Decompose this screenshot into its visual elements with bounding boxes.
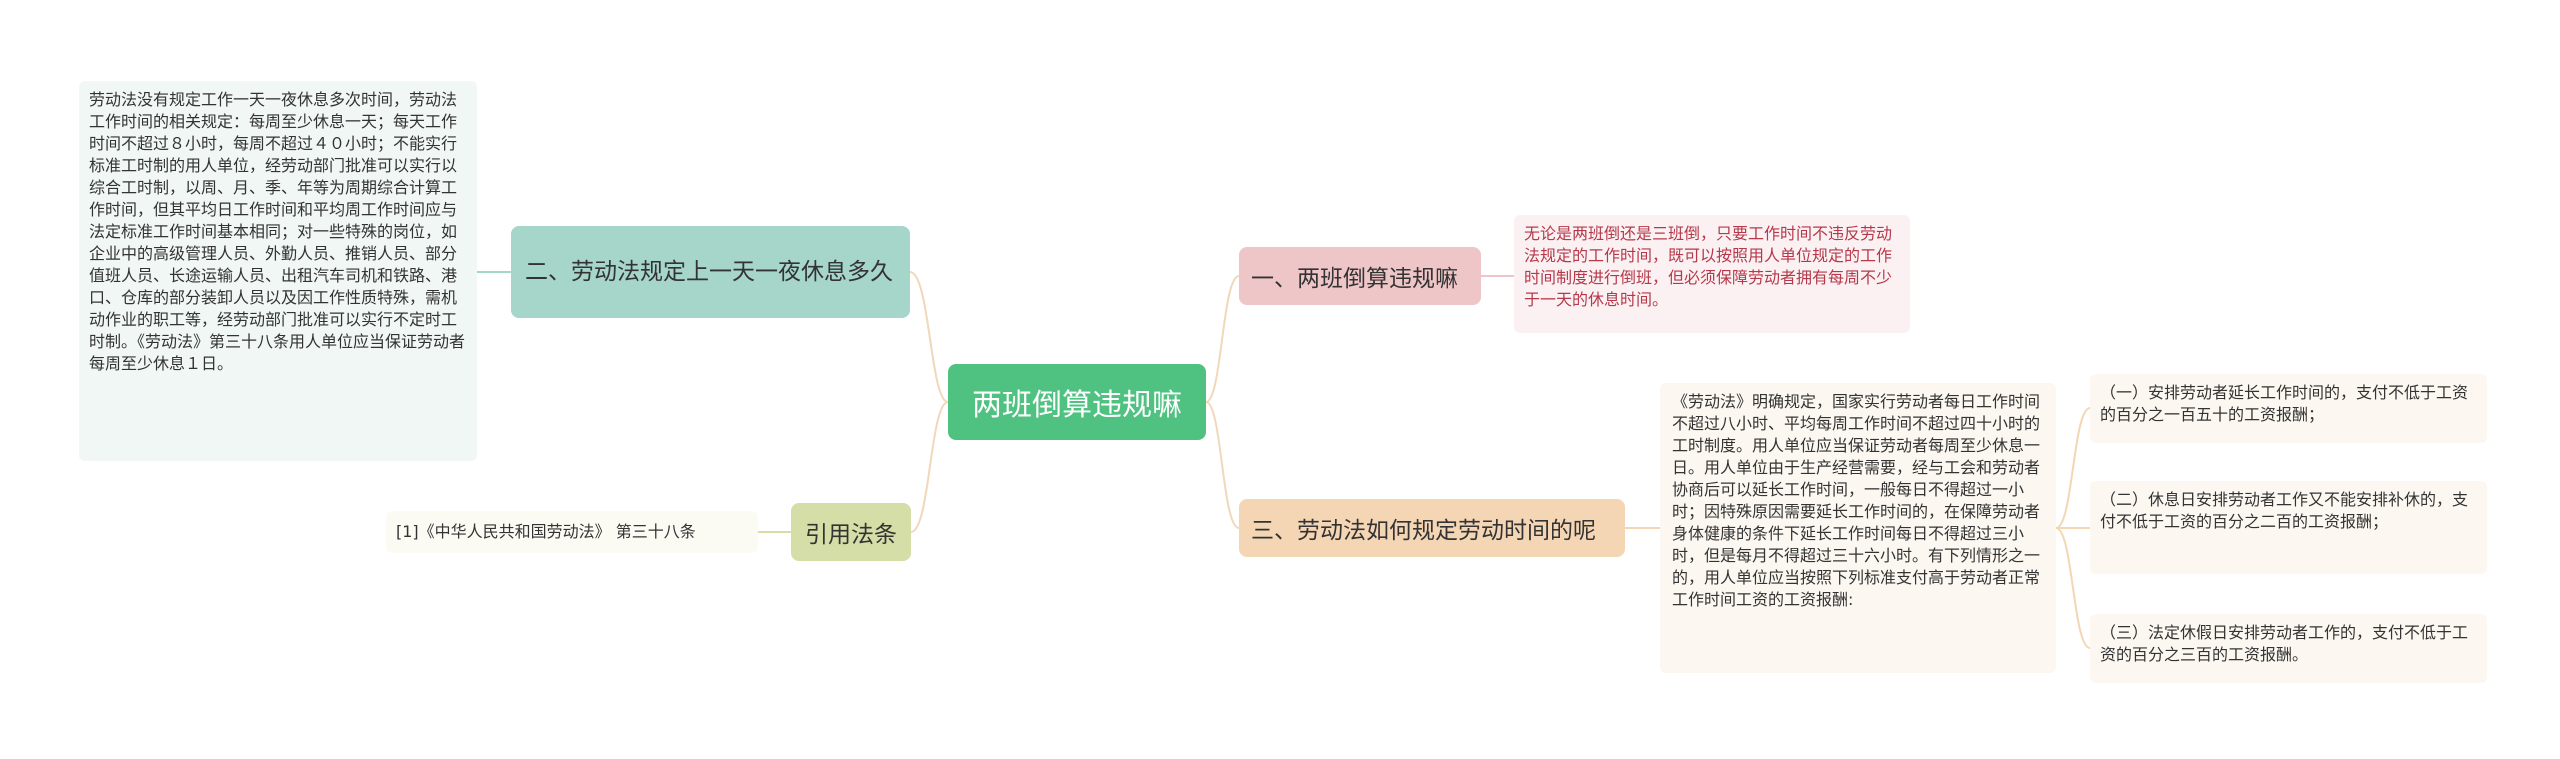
link-law-item-3 bbox=[2055, 527, 2091, 649]
branch-1-detail-text: 无论是两班倒还是三班倒，只要工作时间不违反劳动法规定的工作时间，既可以按照用人单… bbox=[1524, 224, 1893, 309]
branch-3-detail: 《劳动法》明确规定，国家实行劳动者每日工作时间不超过八小时、平均每周工作时间不超… bbox=[1660, 383, 2056, 673]
branch-4-label: 引用法条 bbox=[805, 522, 897, 548]
link-root-branch-3 bbox=[1205, 401, 1240, 529]
branch-3-item-2-text: （二）休息日安排劳动者工作又不能安排补休的，支付不低于工资的百分之二百的工资报酬… bbox=[2100, 490, 2469, 531]
root-topic-label: 两班倒算违规嘛 bbox=[972, 388, 1182, 423]
branch-1-detail: 无论是两班倒还是三班倒，只要工作时间不违反劳动法规定的工作时间，既可以按照用人单… bbox=[1514, 215, 1910, 333]
branch-3-detail-text: 《劳动法》明确规定，国家实行劳动者每日工作时间不超过八小时、平均每周工作时间不超… bbox=[1672, 392, 2041, 609]
link-root-branch-1 bbox=[1205, 275, 1240, 403]
branch-2-label: 二、劳动法规定上一天一夜休息多久 bbox=[525, 259, 893, 285]
branch-2-detail-text: 劳动法没有规定工作一天一夜休息多次时间，劳动法工作时间的相关规定：每周至少休息一… bbox=[89, 90, 466, 373]
branch-3-item-3-text: （三）法定休假日安排劳动者工作的，支付不低于工资的百分之三百的工资报酬。 bbox=[2100, 623, 2469, 664]
branch-3-node[interactable]: 三、劳动法如何规定劳动时间的呢 bbox=[1239, 499, 1625, 557]
branch-4-detail: [1]《中华人民共和国劳动法》 第三十八条 bbox=[386, 511, 758, 553]
branch-3-item-1: （一）安排劳动者延长工作时间的，支付不低于工资的百分之一百五十的工资报酬； bbox=[2090, 374, 2487, 443]
link-root-branch-2 bbox=[909, 271, 949, 403]
branch-4-detail-text: [1]《中华人民共和国劳动法》 第三十八条 bbox=[396, 522, 696, 541]
branch-3-item-1-text: （一）安排劳动者延长工作时间的，支付不低于工资的百分之一百五十的工资报酬； bbox=[2100, 383, 2469, 424]
branch-3-item-3: （三）法定休假日安排劳动者工作的，支付不低于工资的百分之三百的工资报酬。 bbox=[2090, 614, 2487, 683]
branch-3-item-2: （二）休息日安排劳动者工作又不能安排补休的，支付不低于工资的百分之二百的工资报酬… bbox=[2090, 481, 2487, 574]
link-law-item-1 bbox=[2055, 407, 2091, 529]
link-root-branch-4 bbox=[910, 401, 949, 533]
branch-2-detail: 劳动法没有规定工作一天一夜休息多次时间，劳动法工作时间的相关规定：每周至少休息一… bbox=[79, 81, 477, 461]
branch-3-label: 三、劳动法如何规定劳动时间的呢 bbox=[1251, 518, 1596, 544]
branch-1-node[interactable]: 一、两班倒算违规嘛 bbox=[1239, 247, 1481, 305]
branch-1-label: 一、两班倒算违规嘛 bbox=[1251, 266, 1458, 292]
branch-2-node[interactable]: 二、劳动法规定上一天一夜休息多久 bbox=[511, 226, 910, 318]
root-topic[interactable]: 两班倒算违规嘛 bbox=[948, 364, 1206, 440]
branch-4-node[interactable]: 引用法条 bbox=[791, 503, 911, 561]
